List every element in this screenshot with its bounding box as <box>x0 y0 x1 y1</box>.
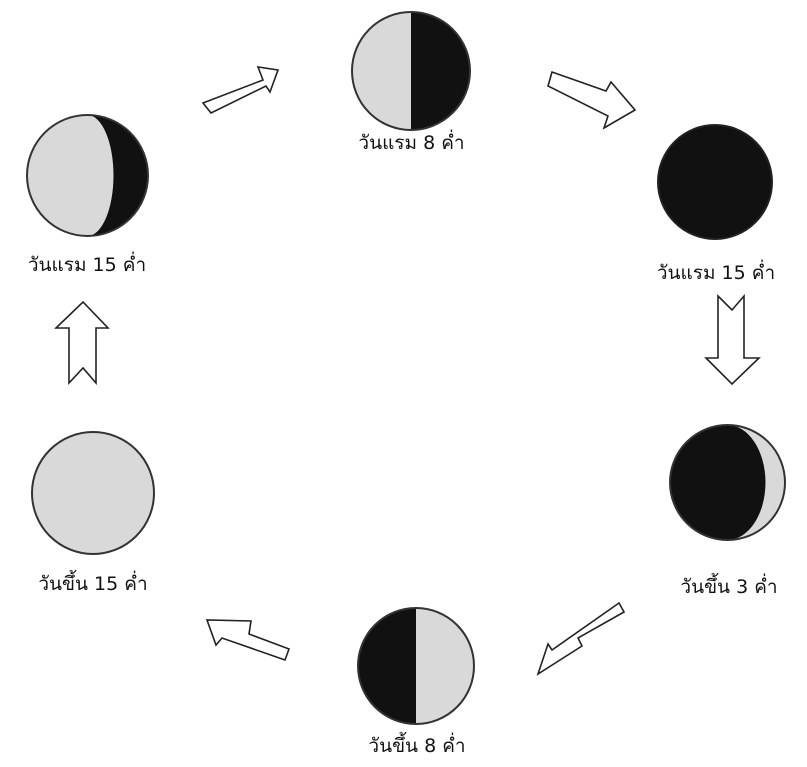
moon-phase-lower-left: วันขึ้น 15 ค่ำ <box>30 430 156 600</box>
arrow-icon <box>547 70 637 130</box>
moon-icon <box>26 114 149 237</box>
phase-label: วันขึ้น 8 ค่ำ <box>368 735 466 757</box>
moon-icon <box>31 431 155 555</box>
moon-icon <box>657 124 773 240</box>
phase-label: วันแรม 15 ค่ำ <box>656 262 776 284</box>
phase-label: วันแรม 8 ค่ำ <box>358 132 465 154</box>
phase-label: วันขึ้น 3 ค่ำ <box>680 576 778 598</box>
moon-phase-bottom: วันขึ้น 8 ค่ำ <box>356 606 476 766</box>
phase-label: วันขึ้น 15 ค่ำ <box>38 573 148 595</box>
arrow-icon <box>704 293 761 386</box>
arrow-icon <box>201 66 280 115</box>
phase-label: วันแรม 15 ค่ำ <box>27 254 147 276</box>
arrow-icon <box>54 300 110 386</box>
moon-phase-upper-right: วันแรม 15 ค่ำ <box>656 123 775 288</box>
arrow-icon <box>205 619 291 662</box>
moon-icon <box>357 607 475 725</box>
moon-icon <box>351 11 471 131</box>
moon-icon <box>669 424 786 541</box>
moon-phase-top: วันแรม 8 ค่ำ <box>350 10 472 170</box>
moon-phase-upper-left: วันแรม 15 ค่ำ <box>25 113 150 283</box>
arrow-icon <box>536 601 626 676</box>
moon-phase-lower-right: วันขึ้น 3 ค่ำ <box>668 423 787 603</box>
